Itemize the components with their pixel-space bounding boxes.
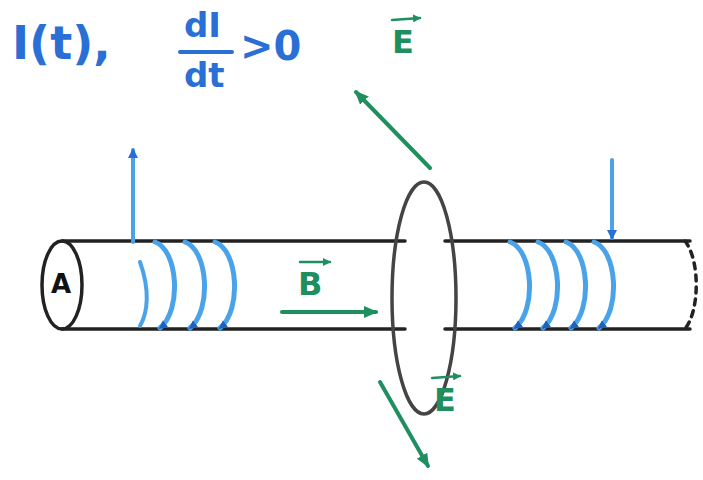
area-label: A <box>51 271 71 297</box>
inequality-label: >0 <box>240 26 301 66</box>
derivative-numerator: dI <box>184 8 221 42</box>
electric-field-label: E <box>434 384 456 416</box>
current-label: I(t), <box>12 20 111 66</box>
derivative-denominator: dt <box>184 58 225 92</box>
electric-field-label: E <box>392 26 414 58</box>
magnetic-field-label: B <box>298 268 322 300</box>
